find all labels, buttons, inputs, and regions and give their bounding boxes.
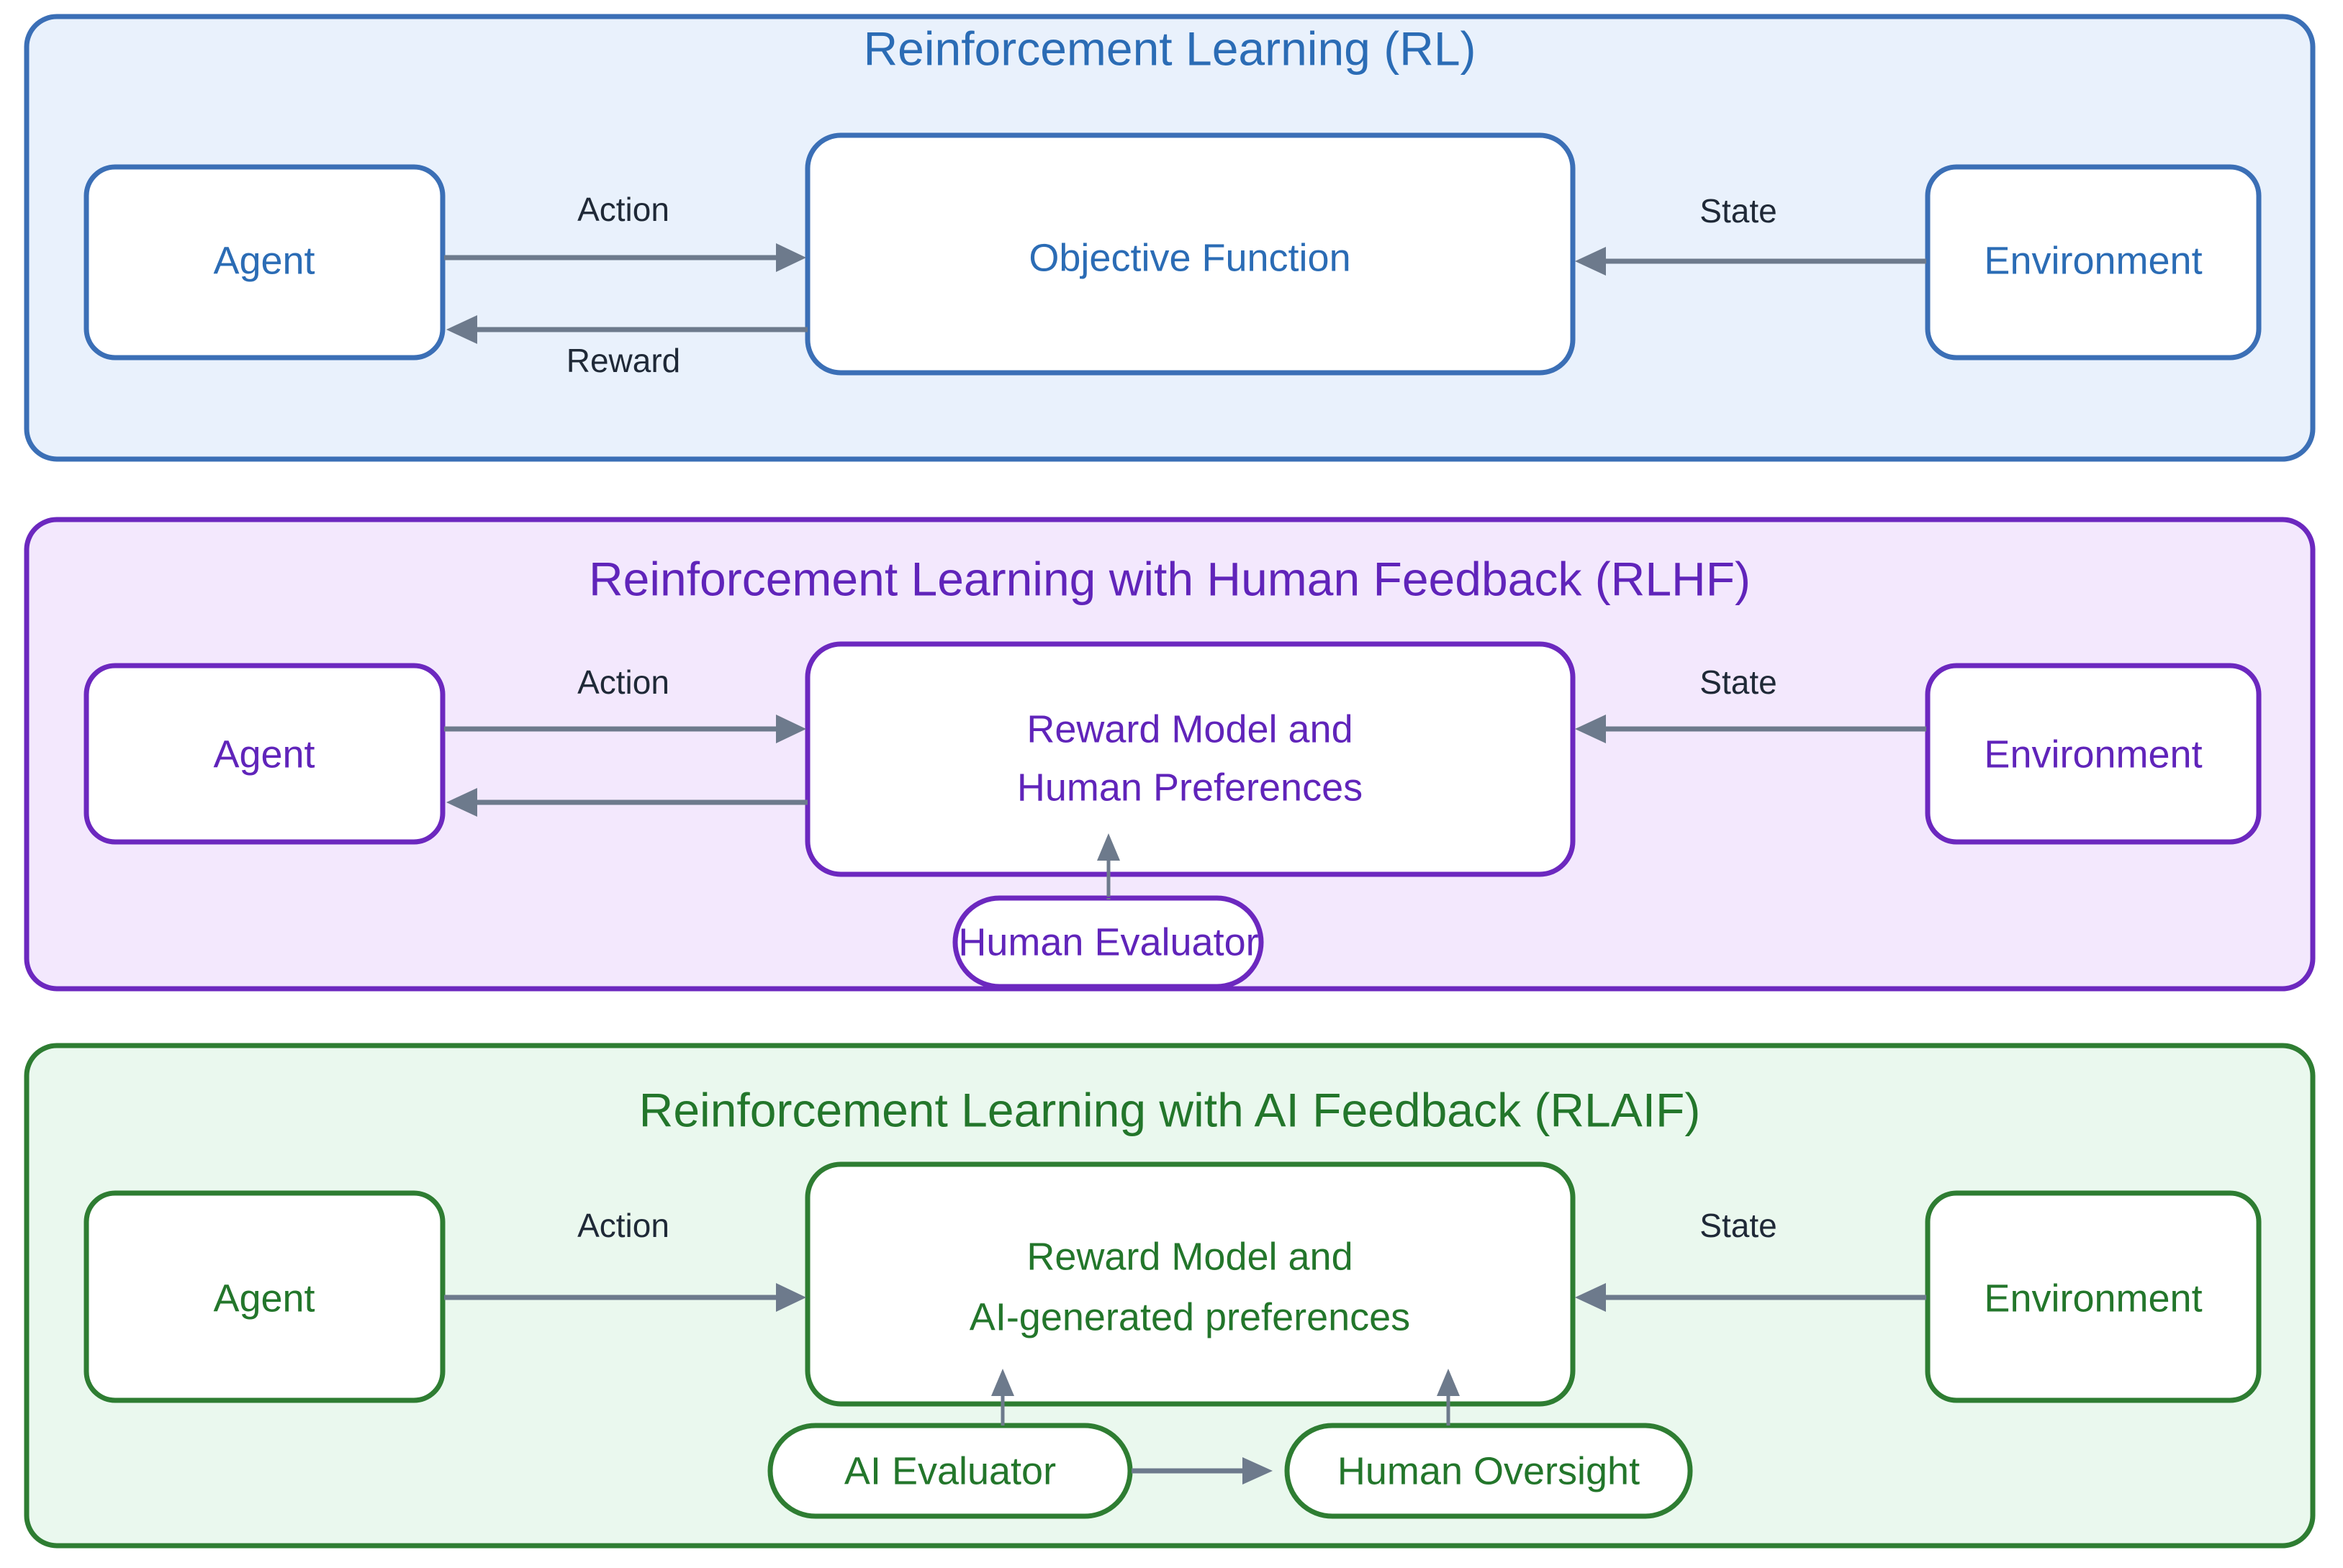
panel-rl-title: Reinforcement Learning (RL) <box>863 22 1476 75</box>
node-rlaif-reward-model-label-line1: Reward Model and <box>1026 1235 1353 1278</box>
edge-rlhf-state-arrowhead <box>1575 715 1606 743</box>
edge-rlaif-state: State <box>1575 1207 1926 1312</box>
node-rlhf-environment[interactable] <box>1925 663 2262 845</box>
edge-rlhf-action-arrowhead <box>776 715 806 743</box>
node-rl-environment-label: Environment <box>1984 239 2202 282</box>
edge-rl-reward: Reward <box>446 315 808 379</box>
node-rlhf-agent[interactable] <box>83 663 446 845</box>
edge-rlaif-ai-evaluator <box>991 1369 1014 1426</box>
node-rlaif-agent-label: Agent <box>213 1277 315 1320</box>
node-rlhf-environment-label: Environment <box>1984 733 2202 776</box>
node-rlaif-ai-evaluator[interactable] <box>767 1423 1133 1519</box>
panel-rlhf: Reinforcement Learning with Human Feedba… <box>24 517 2316 992</box>
edge-rl-action: Action <box>444 191 806 272</box>
edge-rlaif-human-oversight <box>1437 1369 1460 1426</box>
panel-rl: Reinforcement Learning (RL) Agent Object… <box>24 14 2316 462</box>
node-rlhf-reward-model[interactable] <box>805 641 1576 877</box>
node-rlaif-ai-evaluator-label: AI Evaluator <box>844 1449 1056 1492</box>
edge-rlaif-ai-to-oversight <box>1132 1457 1273 1485</box>
node-rlaif-environment-label: Environment <box>1984 1277 2202 1320</box>
edge-rlaif-ai-to-oversight-arrowhead <box>1242 1457 1273 1485</box>
edge-rlhf-action-label: Action <box>577 663 669 701</box>
edge-rlhf-evaluator <box>1097 833 1120 899</box>
node-rlhf-reward-model-label-line1: Reward Model and <box>1026 707 1353 751</box>
node-rlhf-reward-model-label-line2: Human Preferences <box>1017 766 1363 809</box>
node-rlaif-human-oversight[interactable] <box>1284 1423 1693 1519</box>
edge-rl-action-arrowhead <box>776 243 806 272</box>
edge-rlaif-action-label: Action <box>577 1207 669 1244</box>
edge-rlaif-action-arrowhead <box>776 1283 806 1312</box>
edge-rlaif-action: Action <box>444 1207 806 1312</box>
edge-rlaif-ai-evaluator-arrowhead <box>991 1369 1014 1396</box>
edge-rlaif-human-oversight-arrowhead <box>1437 1369 1460 1396</box>
panel-rlhf-title: Reinforcement Learning with Human Feedba… <box>589 552 1751 605</box>
edge-rlhf-state: State <box>1575 663 1926 743</box>
edge-rlhf-evaluator-arrowhead <box>1097 833 1120 861</box>
edge-rl-state: State <box>1575 192 1926 276</box>
edge-rl-reward-label: Reward <box>566 342 681 379</box>
node-rl-objective-function-label: Objective Function <box>1029 236 1350 279</box>
edge-rlhf-feedback <box>446 788 808 817</box>
node-rlaif-reward-model-label-line2: AI-generated preferences <box>970 1295 1410 1338</box>
node-rlaif-environment[interactable] <box>1925 1190 2262 1403</box>
node-rlhf-human-evaluator-label: Human Evaluator <box>958 920 1258 964</box>
edge-rlhf-state-label: State <box>1699 663 1777 701</box>
edge-rlhf-action: Action <box>444 663 806 743</box>
edge-rlhf-feedback-arrowhead <box>446 788 477 817</box>
node-rlaif-human-oversight-label: Human Oversight <box>1337 1449 1640 1492</box>
node-rlaif-agent[interactable] <box>83 1190 446 1403</box>
panel-rlaif: Reinforcement Learning with AI Feedback … <box>24 1043 2316 1549</box>
node-rl-agent-label: Agent <box>213 239 315 282</box>
edge-rl-state-label: State <box>1699 192 1777 230</box>
edge-rlaif-state-label: State <box>1699 1207 1777 1244</box>
node-rl-agent[interactable] <box>83 164 446 361</box>
node-rl-objective-function[interactable] <box>805 132 1576 376</box>
node-rlaif-reward-model[interactable] <box>805 1161 1576 1407</box>
edge-rl-reward-arrowhead <box>446 315 477 344</box>
panel-rlaif-title: Reinforcement Learning with AI Feedback … <box>639 1083 1701 1136</box>
node-rl-environment[interactable] <box>1925 164 2262 361</box>
edge-rl-action-label: Action <box>577 191 669 228</box>
edge-rl-state-arrowhead <box>1575 247 1606 276</box>
edge-rlaif-state-arrowhead <box>1575 1283 1606 1312</box>
node-rlhf-agent-label: Agent <box>213 733 315 776</box>
